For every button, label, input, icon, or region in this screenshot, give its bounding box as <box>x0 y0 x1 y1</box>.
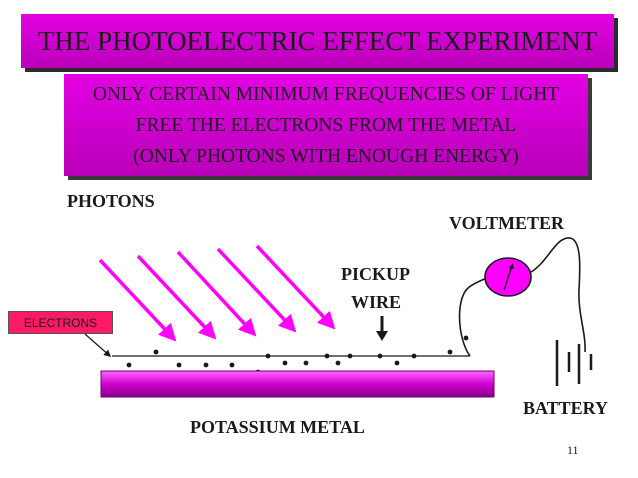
electron-dot <box>303 360 309 366</box>
wire-to-voltmeter <box>458 277 488 357</box>
electron-dot <box>176 362 182 368</box>
subtitle-line-1: ONLY CERTAIN MINIMUM FREQUENCIES OF LIGH… <box>92 83 560 105</box>
photon-arrows <box>98 244 336 342</box>
electron-dot <box>153 349 159 355</box>
electron-dot <box>394 360 400 366</box>
electron-dot <box>229 362 235 368</box>
electron-dot <box>126 362 132 368</box>
electron-dot <box>411 353 417 359</box>
subtitle-banner: ONLY CERTAIN MINIMUM FREQUENCIES OF LIGH… <box>64 74 588 176</box>
electron-dot <box>265 353 271 359</box>
electron-dot <box>282 360 288 366</box>
electron-dot <box>335 360 341 366</box>
voltmeter-dial-icon <box>484 257 532 297</box>
potassium-metal-label: POTASSIUM METAL <box>190 417 365 437</box>
electron-dot <box>447 349 453 355</box>
electron-dots <box>126 335 469 375</box>
electron-dot <box>324 353 330 359</box>
electron-dot <box>203 362 209 368</box>
electron-dot <box>377 353 383 359</box>
battery-label: BATTERY <box>523 398 609 418</box>
photons-label: PHOTONS <box>67 191 155 211</box>
photon-arrow <box>255 244 336 330</box>
electrons-pointer <box>84 333 112 357</box>
subtitle-line-3: (ONLY PHOTONS WITH ENOUGH ENERGY) <box>133 145 519 167</box>
wire-label: WIRE <box>351 292 402 312</box>
electron-dot <box>347 353 353 359</box>
slide-title: THE PHOTOELECTRIC EFFECT EXPERIMENT <box>37 25 598 56</box>
photon-arrow <box>176 250 257 337</box>
photon-arrow <box>216 247 297 333</box>
photon-arrow <box>98 258 177 342</box>
title-banner: THE PHOTOELECTRIC EFFECT EXPERIMENT <box>21 14 614 68</box>
arrow-down-icon <box>376 316 388 341</box>
wire-voltmeter-to-battery <box>530 237 586 353</box>
pickup-label: PICKUP <box>341 264 410 284</box>
subtitle-line-2: FREE THE ELECTRONS FROM THE METAL <box>135 114 517 136</box>
battery-cells-icon <box>555 340 593 386</box>
photon-arrow <box>136 254 217 340</box>
potassium-metal-bar <box>100 370 495 398</box>
page-number: 11 <box>567 443 579 457</box>
electron-dot <box>463 335 469 341</box>
voltmeter-label: VOLTMETER <box>449 213 565 233</box>
electrons-label: ELECTRONS <box>8 311 113 334</box>
